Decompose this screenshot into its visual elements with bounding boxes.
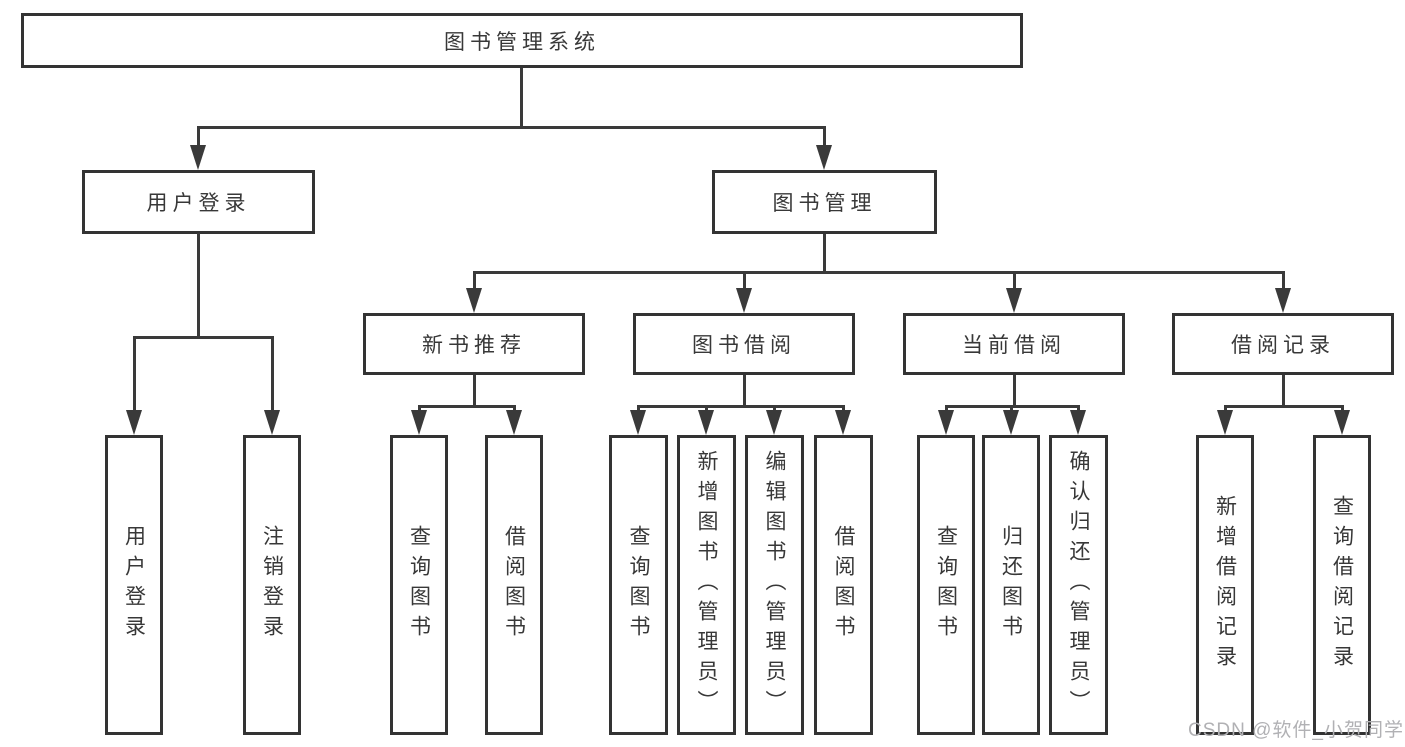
connector-new-book-recommend-branch-line xyxy=(418,405,515,408)
node-label: 当前借阅 xyxy=(962,334,1066,357)
node-leaf-logout: 注销登录 xyxy=(243,435,301,735)
arrowhead-return-books xyxy=(1003,410,1019,435)
connector-drop-borrow-books-1 xyxy=(513,405,516,412)
connector-drop-leaf-logout xyxy=(271,336,274,412)
arrowhead-query-books-1 xyxy=(411,410,427,435)
arrowhead-leaf-user-login xyxy=(126,410,142,435)
connector-drop-book-borrow xyxy=(743,271,746,290)
node-label: 图书借阅 xyxy=(692,334,796,357)
connector-drop-leaf-user-login xyxy=(133,336,136,412)
node-leaf-query-books-recommend: 查询图书 xyxy=(390,435,448,735)
connector-drop-book-management xyxy=(823,126,826,147)
connector-drop-return-books xyxy=(1010,405,1013,412)
node-label: 用户登录 xyxy=(146,192,251,215)
connector-drop-add-books xyxy=(705,405,708,412)
node-leaf-confirm-return-admin: 确认归还（管理员） xyxy=(1049,435,1108,735)
node-leaf-query-books-current: 查询图书 xyxy=(917,435,975,735)
arrowhead-query-books-3 xyxy=(938,410,954,435)
node-label: 新书推荐 xyxy=(422,334,526,357)
connector-user-login-branch-line xyxy=(133,336,274,339)
node-leaf-borrow-books-recommend: 借阅图书 xyxy=(485,435,543,735)
arrowhead-book-borrow xyxy=(736,288,752,313)
node-leaf-query-borrow-record: 查询借阅记录 xyxy=(1313,435,1371,735)
node-label: 查询图书 xyxy=(407,525,431,645)
arrowhead-borrow-books-1 xyxy=(506,410,522,435)
node-leaf-return-books: 归还图书 xyxy=(982,435,1040,735)
connector-drop-query-books-2 xyxy=(637,405,640,412)
connector-drop-query-books-1 xyxy=(418,405,421,412)
arrowhead-add-borrow-record xyxy=(1217,410,1233,435)
node-leaf-add-books-admin: 新增图书（管理员） xyxy=(677,435,736,735)
node-label: 注销登录 xyxy=(260,525,284,645)
node-label: 编辑图书（管理员） xyxy=(763,450,786,720)
arrowhead-book-management xyxy=(816,145,832,170)
node-label: 查询借阅记录 xyxy=(1330,495,1354,675)
node-user-login: 用户登录 xyxy=(82,170,315,234)
node-leaf-add-borrow-record: 新增借阅记录 xyxy=(1196,435,1254,735)
arrowhead-borrow-records xyxy=(1275,288,1291,313)
connector-drop-query-books-3 xyxy=(945,405,948,412)
connector-root-trunk xyxy=(520,68,523,128)
arrowhead-query-books-2 xyxy=(630,410,646,435)
connector-book-borrow-branch-line xyxy=(637,405,845,408)
node-label: 图书管理系统 xyxy=(444,30,600,54)
node-label: 用户登录 xyxy=(122,525,146,645)
node-leaf-query-books-borrow: 查询图书 xyxy=(609,435,668,735)
node-label: 确认归还（管理员） xyxy=(1067,450,1090,720)
arrowhead-new-book-recommend xyxy=(466,288,482,313)
node-label: 查询图书 xyxy=(934,525,958,645)
arrowhead-confirm-return xyxy=(1070,410,1086,435)
arrowhead-borrow-books-2 xyxy=(835,410,851,435)
node-book-borrow: 图书借阅 xyxy=(633,313,855,375)
connector-drop-query-borrow-record xyxy=(1341,405,1344,412)
node-label: 新增借阅记录 xyxy=(1213,495,1237,675)
node-label: 归还图书 xyxy=(999,525,1023,645)
node-label: 借阅图书 xyxy=(832,525,855,645)
connector-user-login-trunk xyxy=(197,233,200,339)
node-new-book-recommend: 新书推荐 xyxy=(363,313,585,375)
arrowhead-current-borrow xyxy=(1006,288,1022,313)
node-label: 查询图书 xyxy=(627,525,650,645)
arrowhead-user-login xyxy=(190,145,206,170)
arrowhead-edit-books xyxy=(766,410,782,435)
node-label: 图书管理 xyxy=(772,192,877,215)
connector-drop-user-login xyxy=(197,126,200,147)
node-current-borrow: 当前借阅 xyxy=(903,313,1125,375)
node-leaf-user-login: 用户登录 xyxy=(105,435,163,735)
node-borrow-records: 借阅记录 xyxy=(1172,313,1394,375)
node-label: 借阅图书 xyxy=(502,525,526,645)
connector-borrow-records-trunk xyxy=(1282,375,1285,408)
connector-root-branch-line xyxy=(197,126,825,129)
connector-drop-add-borrow-record xyxy=(1224,405,1227,412)
csdn-watermark: CSDN @软件_小贺同学 xyxy=(1188,720,1404,741)
connector-drop-borrow-books-2 xyxy=(842,405,845,412)
connector-drop-edit-books xyxy=(773,405,776,412)
arrowhead-add-books xyxy=(698,410,714,435)
node-book-management: 图书管理 xyxy=(712,170,937,234)
node-library-management-system: 图书管理系统 xyxy=(21,13,1023,68)
node-label: 借阅记录 xyxy=(1231,334,1335,357)
connector-current-borrow-trunk xyxy=(1013,375,1016,408)
connector-book-borrow-trunk xyxy=(743,375,746,408)
connector-new-book-recommend-trunk xyxy=(473,375,476,408)
connector-book-management-branch-line xyxy=(473,271,1285,274)
arrowhead-leaf-logout xyxy=(264,410,280,435)
node-leaf-borrow-books: 借阅图书 xyxy=(814,435,873,735)
connector-borrow-records-branch-line xyxy=(1224,405,1344,408)
connector-drop-current-borrow xyxy=(1013,271,1016,290)
connector-drop-confirm-return xyxy=(1077,405,1080,412)
connector-drop-borrow-records xyxy=(1282,271,1285,290)
node-label: 新增图书（管理员） xyxy=(695,450,718,720)
connector-drop-new-book-recommend xyxy=(473,271,476,290)
node-leaf-edit-books-admin: 编辑图书（管理员） xyxy=(745,435,804,735)
connector-book-management-trunk xyxy=(823,234,826,274)
arrowhead-query-borrow-record xyxy=(1334,410,1350,435)
